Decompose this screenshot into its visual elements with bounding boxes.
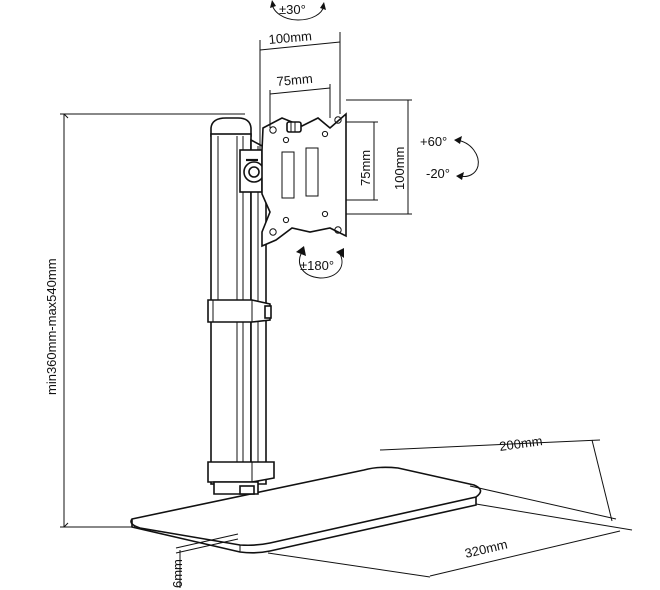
tilt-arm [239,149,265,193]
vesa-height-dimensions [346,99,412,215]
tilt-down-label: -20° [426,166,450,181]
base-thickness-dimension [175,533,239,588]
vesa-plate [261,112,347,248]
tilt-arrow [454,136,479,180]
base-thickness-label: 6mm [170,559,185,588]
rotation-arrow [296,246,344,279]
base-plate [130,466,482,554]
height-range-label: min360mm-max540mm [44,258,59,395]
vesa-width-dimensions [259,32,341,150]
base-width-dimension [267,503,633,578]
height-dimension-lines [60,113,245,528]
vesa-inner-width-label: 75mm [276,71,313,89]
pole [207,117,275,495]
rotation-label: ±180° [300,258,334,273]
swivel-label: ±30° [279,2,306,17]
vesa-outer-width-label: 100mm [268,28,313,47]
vesa-outer-height-label: 100mm [392,147,407,190]
vesa-inner-height-label: 75mm [358,150,373,186]
swivel-arrow [270,0,326,21]
base-width-label: 320mm [463,537,509,561]
base-depth-label: 200mm [498,433,543,454]
tilt-up-label: +60° [420,134,447,149]
base-depth-dimension [379,439,617,522]
